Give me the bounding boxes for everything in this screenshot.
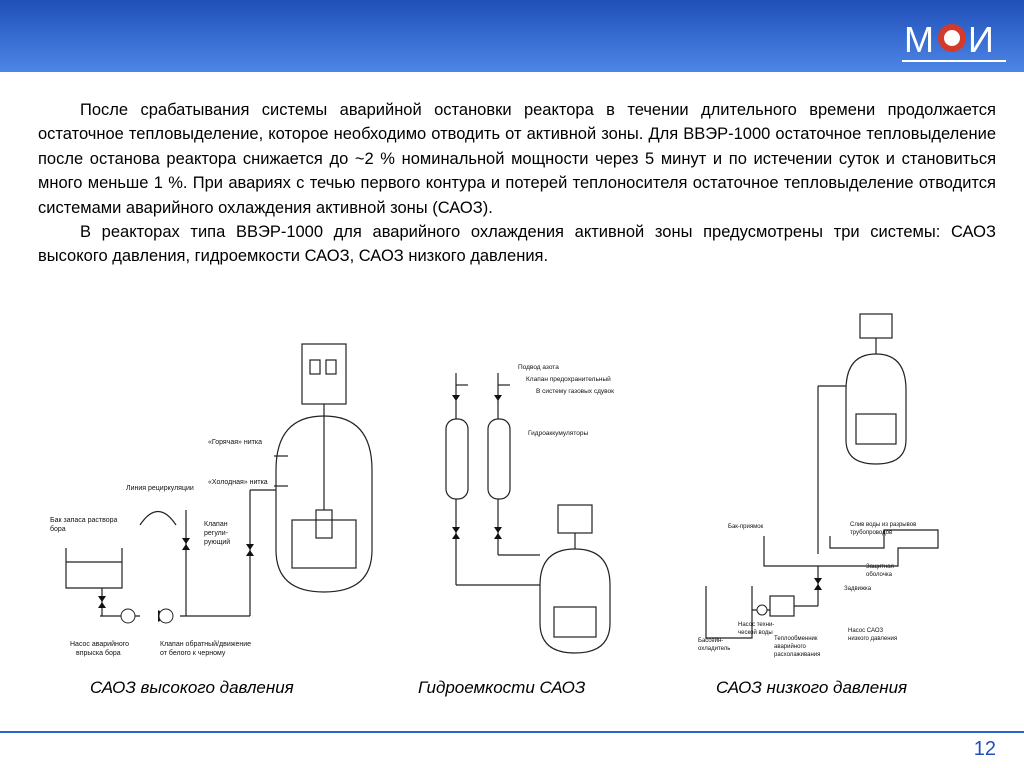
caption-lp-eccs: САОЗ низкого давления: [716, 678, 908, 697]
label-hx-1: Теплообменник: [774, 636, 818, 642]
sump-channel: [763, 529, 939, 567]
label-lp-pump-1: Насос САОЗ: [848, 628, 883, 634]
reactor-vessel: [275, 415, 373, 593]
paragraph-1: После срабатывания системы аварийной ост…: [38, 101, 996, 217]
label-tech-pump-2: ческой воды: [738, 629, 773, 636]
label-recirc: Линия рециркуляции: [126, 485, 194, 492]
label-hx-3: расхолаживания: [774, 652, 820, 658]
accumulator-1: [445, 418, 469, 500]
svg-text:М: М: [904, 19, 934, 60]
caption-accumulators: Гидроемкости САОЗ: [418, 678, 586, 697]
label-tank-2: бора: [50, 525, 66, 533]
footer-divider: [0, 731, 1024, 733]
pump-icon: [120, 608, 136, 624]
label-pump-2: впрыска бора: [76, 649, 121, 657]
cooling-pool: [705, 586, 753, 639]
label-cold-line: «Холодная» нитка: [208, 479, 268, 486]
header-bar: М И: [0, 0, 1024, 72]
label-drain-2: трубопроводов: [850, 530, 892, 536]
label-tank-1: Бак запаса раствора: [50, 517, 118, 524]
heat-exchanger: [769, 595, 795, 617]
label-tech-pump-1: Насос техни-: [738, 622, 774, 628]
svg-text:И: И: [968, 19, 994, 60]
label-safety-valve: Клапан предохранительный: [526, 375, 611, 383]
page-number: 12: [973, 738, 996, 760]
label-lp-pump-2: низкого давления: [848, 636, 897, 642]
label-accumulators: Гидроаккумуляторы: [528, 430, 588, 437]
label-hot-line: «Горячая» нитка: [208, 439, 262, 446]
label-pump-1: Насос аварийного: [70, 640, 129, 648]
label-valve-3: рующий: [204, 538, 230, 546]
reactor-vessel-small: [539, 548, 611, 654]
label-pool-1: Бассейн-: [698, 637, 723, 644]
diagram-accumulators: Подвод азота Клапан предохранительный В …: [445, 364, 614, 654]
label-pool-2: охладитель: [698, 646, 730, 652]
label-valve-1: Клапан: [204, 521, 228, 528]
accumulator-2: [487, 418, 511, 500]
mei-logo: М И: [902, 19, 1006, 62]
label-gate-valve: Задвижка: [844, 586, 872, 592]
label-check-1: Клапан обратный/движение: [160, 640, 251, 648]
caption-hp-eccs: САОЗ высокого давления: [90, 678, 294, 697]
drive-block: [301, 343, 347, 405]
label-drain-1: Слив воды из разрывов: [850, 522, 916, 528]
label-sump-tank: Бак-приямок: [728, 524, 764, 530]
diagram-lp-eccs: Бак-приямок Слив воды из разрывов трубоп…: [698, 313, 939, 658]
label-containment-1: Защитная: [866, 564, 894, 570]
paragraph-2: В реакторах типа ВВЭР-1000 для аварийног…: [38, 223, 996, 266]
label-hx-2: аварийного: [774, 643, 807, 650]
body-text: После срабатывания системы аварийной ост…: [38, 98, 996, 269]
label-valve-2: регули-: [204, 530, 229, 537]
label-check-2: от белого к черному: [160, 649, 226, 657]
reactor-vessel-lp: [845, 353, 907, 465]
diagram-hp-eccs: «Горячая» нитка «Холодная» нитка Линия р…: [50, 343, 373, 657]
label-gas-vent: В систему газовых сдувок: [536, 388, 614, 395]
label-containment-2: оболочка: [866, 572, 893, 578]
label-nitrogen: Подвод азота: [518, 364, 559, 371]
